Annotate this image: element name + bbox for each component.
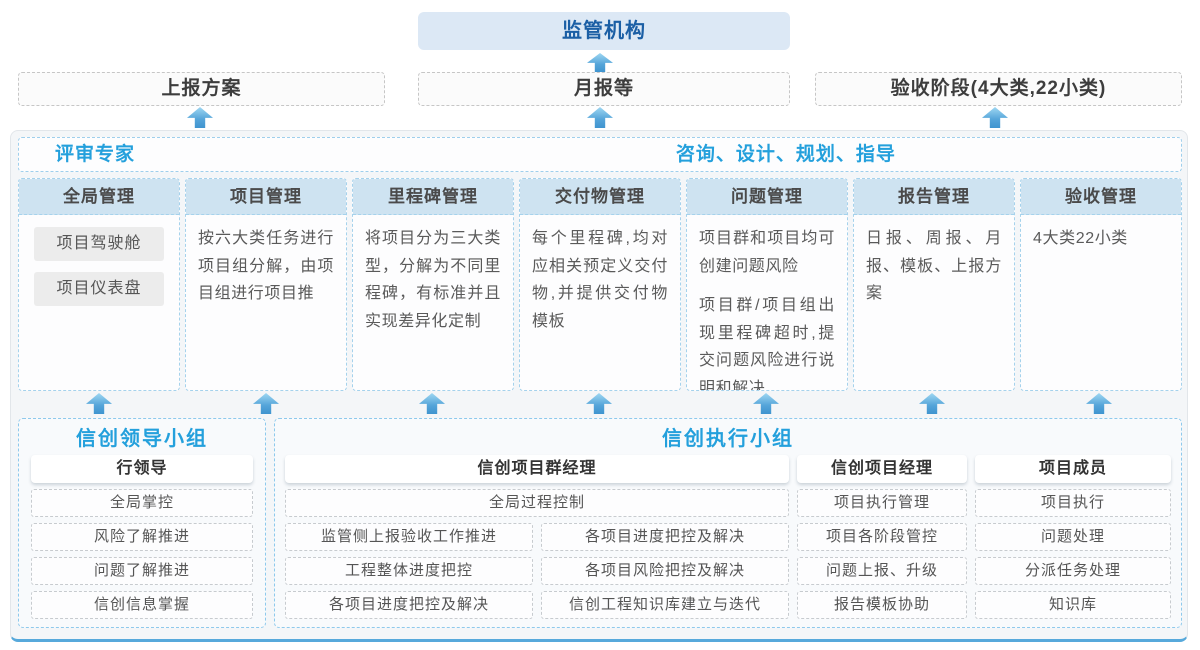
bank-leader-role: 行领导 (31, 455, 253, 483)
column-body: 4大类22小类 (1021, 215, 1181, 390)
member-duty-item: 知识库 (975, 591, 1171, 619)
column-description: 项目群/项目组出现里程碑超时,提交问题风险进行说明和解决 (699, 297, 835, 391)
leadership-group-title: 信创领导小组 (76, 428, 208, 450)
group-duty-item: 各项目进度把控及解决 (285, 591, 533, 619)
flow-box-report-plan: 上报方案 (18, 72, 385, 106)
group-duty-grid: 监管侧上报验收工作推进 各项目进度把控及解决 工程整体进度把控 各项目风险把控及… (285, 523, 789, 625)
pm-duty-item: 项目各阶段管控 (797, 523, 967, 551)
column-body: 项目驾驶舱 项目仪表盘 (19, 215, 179, 390)
member-duty-item: 问题处理 (975, 523, 1171, 551)
program-manager-column: 信创项目群经理 全局过程控制 监管侧上报验收工作推进 各项目进度把控及解决 工程… (285, 455, 789, 625)
column-header: 报告管理 (854, 179, 1014, 215)
member-duty-item: 项目执行 (975, 489, 1171, 517)
up-arrow-icon (587, 107, 613, 128)
group-duty-item: 工程整体进度把控 (285, 557, 533, 585)
column-issue-management: 问题管理 项目群和项目均可创建问题风险 项目群/项目组出现里程碑超时,提交问题风… (686, 178, 848, 391)
column-body: 项目群和项目均可创建问题风险 项目群/项目组出现里程碑超时,提交问题风险进行说明… (687, 215, 847, 391)
column-description: 每个里程碑,均对应相关预定义交付物,并提供交付物模板 (532, 230, 668, 330)
experts-header-bar: 评审专家 咨询、设计、规划、指导 (18, 137, 1182, 172)
column-report-management: 报告管理 日报、周报、月报、模板、上报方案 (853, 178, 1015, 391)
up-arrow-icon (587, 53, 613, 72)
column-description: 项目群和项目均可创建问题风险 (699, 230, 835, 275)
column-header: 全局管理 (19, 179, 179, 215)
execution-group-columns: 信创项目群经理 全局过程控制 监管侧上报验收工作推进 各项目进度把控及解决 工程… (285, 455, 1171, 625)
column-body: 每个里程碑,均对应相关预定义交付物,并提供交付物模板 (520, 215, 680, 390)
leader-duty-item: 全局掌控 (31, 489, 253, 517)
leader-duty-item: 信创信息掌握 (31, 591, 253, 619)
execution-group-title: 信创执行小组 (662, 428, 794, 450)
project-manager-column: 信创项目经理 项目执行管理 项目各阶段管控 问题上报、升级 报告模板协助 (797, 455, 967, 625)
column-header: 项目管理 (186, 179, 346, 215)
column-header: 验收管理 (1021, 179, 1181, 215)
xinchuang-leadership-group: 信创领导小组 行领导 全局掌控 风险了解推进 问题了解推进 信创信息掌握 (18, 418, 266, 628)
column-description: 日报、周报、月报、模板、上报方案 (866, 230, 1002, 303)
pm-duty-item: 问题上报、升级 (797, 557, 967, 585)
member-duty-item: 分派任务处理 (975, 557, 1171, 585)
column-description: 将项目分为三大类型，分解为不同里程碑，有标准并且实现差异化定制 (365, 230, 501, 330)
up-arrow-icon (187, 107, 213, 128)
xinchuang-execution-group: 信创执行小组 信创项目群经理 全局过程控制 监管侧上报验收工作推进 各项目进度把… (274, 418, 1182, 628)
pm-duty-item: 报告模板协助 (797, 591, 967, 619)
column-description: 4大类22小类 (1033, 230, 1128, 247)
group-duty-item: 监管侧上报验收工作推进 (285, 523, 533, 551)
column-deliverable-management: 交付物管理 每个里程碑,均对应相关预定义交付物,并提供交付物模板 (519, 178, 681, 391)
column-header: 交付物管理 (520, 179, 680, 215)
pm-duty-item: 项目执行管理 (797, 489, 967, 517)
group-duty-span-item: 全局过程控制 (285, 489, 789, 517)
column-milestone-management: 里程碑管理 将项目分为三大类型，分解为不同里程碑，有标准并且实现差异化定制 (352, 178, 514, 391)
flow-box-monthly-report: 月报等 (418, 72, 790, 106)
project-cockpit-item: 项目驾驶舱 (34, 227, 164, 261)
project-manager-role: 信创项目经理 (797, 455, 967, 483)
column-body: 日报、周报、月报、模板、上报方案 (854, 215, 1014, 390)
group-duty-item: 信创工程知识库建立与迭代 (541, 591, 789, 619)
project-member-column: 项目成员 项目执行 问题处理 分派任务处理 知识库 (975, 455, 1171, 625)
column-header: 里程碑管理 (353, 179, 513, 215)
project-member-role: 项目成员 (975, 455, 1171, 483)
column-description: 按六大类任务进行项目组分解，由项目组进行项目推 (198, 230, 334, 303)
leader-duty-item: 问题了解推进 (31, 557, 253, 585)
group-duty-item: 各项目进度把控及解决 (541, 523, 789, 551)
up-arrow-icon (982, 107, 1008, 128)
column-project-management: 项目管理 按六大类任务进行项目组分解，由项目组进行项目推 (185, 178, 347, 391)
review-experts-label: 评审专家 (55, 144, 136, 165)
management-columns: 全局管理 项目驾驶舱 项目仪表盘 项目管理 按六大类任务进行项目组分解，由项目组… (18, 178, 1182, 391)
flow-box-acceptance-stage: 验收阶段(4大类,22小类) (815, 72, 1182, 106)
project-dashboard-item: 项目仪表盘 (34, 272, 164, 306)
column-header: 问题管理 (687, 179, 847, 215)
program-manager-role: 信创项目群经理 (285, 455, 789, 483)
regulator-box: 监管机构 (418, 12, 790, 50)
leader-duty-item: 风险了解推进 (31, 523, 253, 551)
column-body: 按六大类任务进行项目组分解，由项目组进行项目推 (186, 215, 346, 390)
column-acceptance-management: 验收管理 4大类22小类 (1020, 178, 1182, 391)
consulting-design-label: 咨询、设计、规划、指导 (675, 144, 896, 165)
column-global-management: 全局管理 项目驾驶舱 项目仪表盘 (18, 178, 180, 391)
column-body: 将项目分为三大类型，分解为不同里程碑，有标准并且实现差异化定制 (353, 215, 513, 390)
group-duty-item: 各项目风险把控及解决 (541, 557, 789, 585)
